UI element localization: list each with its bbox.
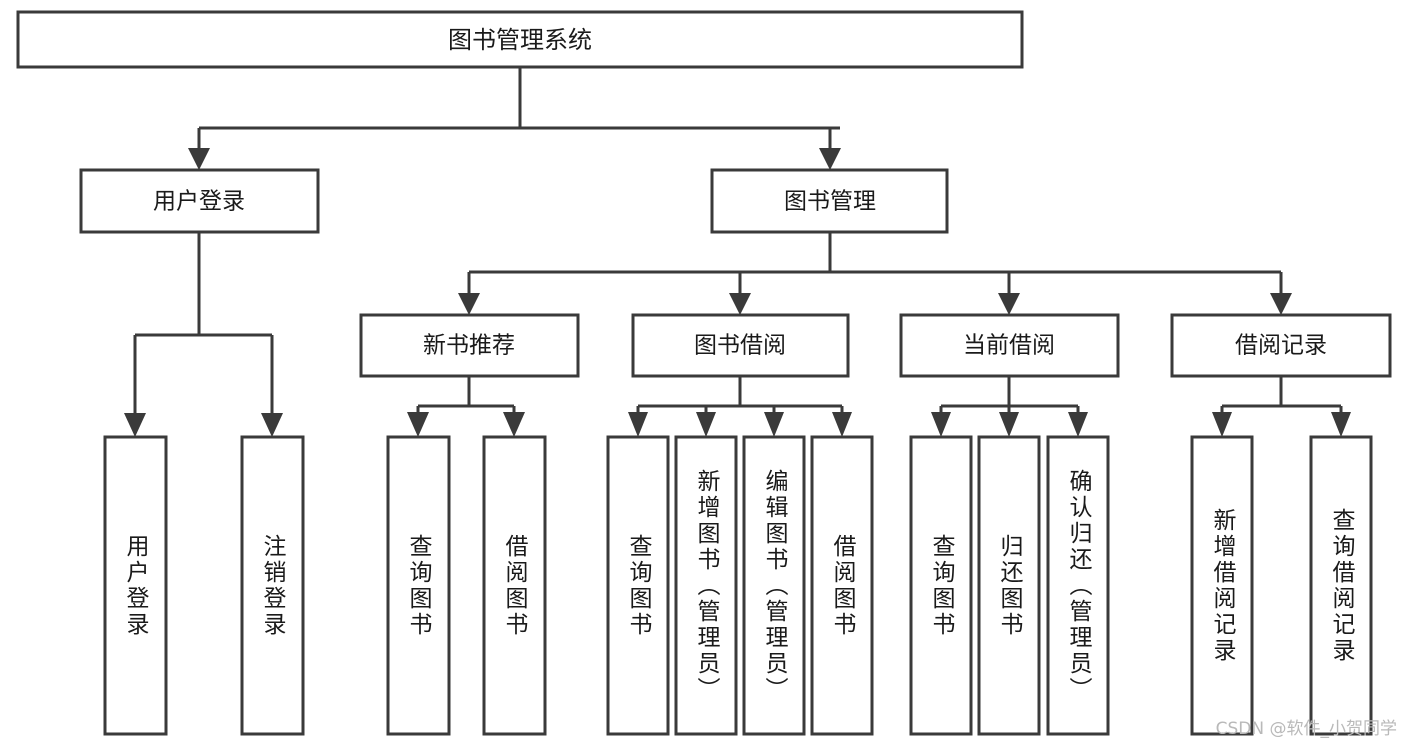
leaf-borrow-record-2-box[interactable] xyxy=(1309,435,1373,736)
node-book-management-label: 图书管理 xyxy=(784,189,876,215)
leaf-book-borrow-1-label: 查询图书 xyxy=(625,534,653,638)
leaf-user-login-1-label: 用户登录 xyxy=(122,534,150,638)
leaf-current-borrow-1[interactable]: 查询图书 xyxy=(909,435,973,736)
node-new-book-recommend-label: 新书推荐 xyxy=(423,333,515,359)
arrow-user-login-child-1 xyxy=(124,413,146,437)
leaf-current-borrow-2-box[interactable] xyxy=(977,435,1041,736)
leaf-borrow-record-2[interactable]: 查询借阅记录 xyxy=(1309,435,1373,736)
leaf-current-borrow-1-box[interactable] xyxy=(909,435,973,736)
leaf-new-book-1-label: 查询图书 xyxy=(405,534,433,638)
node-current-borrow-box[interactable] xyxy=(899,313,1120,378)
leaf-new-book-2[interactable]: 借阅图书 xyxy=(482,435,547,736)
leaf-current-borrow-2[interactable]: 归还图书 xyxy=(977,435,1041,736)
arrow-borrow-record-child-2 xyxy=(1331,412,1351,437)
arrow-book-borrow-child-4 xyxy=(832,412,852,437)
arrow-book-mgmt-child-2 xyxy=(729,293,751,315)
node-current-borrow[interactable]: 当前借阅 xyxy=(899,313,1120,378)
arrow-book-borrow-child-1 xyxy=(628,412,648,437)
leaf-book-borrow-4[interactable]: 借阅图书 xyxy=(810,435,874,736)
edge-layer xyxy=(124,67,1351,437)
node-book-management[interactable]: 图书管理 xyxy=(710,168,949,234)
leaf-new-book-1[interactable]: 查询图书 xyxy=(386,435,451,736)
leaf-current-borrow-3[interactable]: 确认归还（管理员） xyxy=(1046,435,1110,736)
node-root-label: 图书管理系统 xyxy=(448,26,592,54)
leaf-user-login-2-box[interactable] xyxy=(240,435,305,736)
node-user-login-box[interactable] xyxy=(79,168,320,234)
leaf-book-borrow-2-box[interactable] xyxy=(674,435,738,736)
node-new-book-recommend-box[interactable] xyxy=(359,313,580,378)
node-book-borrow-label: 图书借阅 xyxy=(694,333,786,359)
arrow-book-borrow-child-2 xyxy=(696,412,716,437)
leaf-current-borrow-3-label: 确认归还（管理员） xyxy=(1065,469,1093,703)
arrow-new-book-child-2 xyxy=(503,412,525,437)
leaf-new-book-2-label: 借阅图书 xyxy=(501,534,529,638)
arrow-book-mgmt-child-3 xyxy=(998,293,1020,315)
arrow-current-borrow-child-2 xyxy=(999,412,1019,437)
node-book-management-box[interactable] xyxy=(710,168,949,234)
node-current-borrow-label: 当前借阅 xyxy=(963,333,1055,359)
node-book-borrow-box[interactable] xyxy=(631,313,850,378)
arrow-borrow-record-child-1 xyxy=(1212,412,1232,437)
node-user-login-label: 用户登录 xyxy=(153,189,245,215)
leaf-borrow-record-2-label: 查询借阅记录 xyxy=(1328,508,1356,664)
node-book-borrow[interactable]: 图书借阅 xyxy=(631,313,850,378)
node-user-login[interactable]: 用户登录 xyxy=(79,168,320,234)
leaf-current-borrow-2-label: 归还图书 xyxy=(996,534,1024,638)
leaf-current-borrow-3-box[interactable] xyxy=(1046,435,1110,736)
arrow-book-mgmt-child-4 xyxy=(1270,293,1292,315)
leaf-book-borrow-4-box[interactable] xyxy=(810,435,874,736)
node-root[interactable]: 图书管理系统 xyxy=(16,10,1024,69)
leaf-book-borrow-1-box[interactable] xyxy=(606,435,670,736)
leaf-current-borrow-1-label: 查询图书 xyxy=(928,534,956,638)
arrow-current-borrow-child-1 xyxy=(931,412,951,437)
node-borrow-record-label: 借阅记录 xyxy=(1235,333,1327,359)
leaf-new-book-2-box[interactable] xyxy=(482,435,547,736)
leaf-book-borrow-2[interactable]: 新增图书（管理员） xyxy=(674,435,738,736)
arrow-new-book-child-1 xyxy=(407,412,429,437)
arrow-root-to-book-mgmt xyxy=(819,148,841,170)
leaf-book-borrow-3[interactable]: 编辑图书（管理员） xyxy=(742,435,806,736)
leaf-book-borrow-3-box[interactable] xyxy=(742,435,806,736)
leaf-user-login-2-label: 注销登录 xyxy=(259,534,287,638)
leaf-book-borrow-3-label: 编辑图书（管理员） xyxy=(761,469,789,703)
leaf-user-login-2[interactable]: 注销登录 xyxy=(240,435,305,736)
leaf-book-borrow-1[interactable]: 查询图书 xyxy=(606,435,670,736)
arrow-book-mgmt-child-1 xyxy=(458,293,480,315)
arrow-current-borrow-child-3 xyxy=(1068,412,1088,437)
node-borrow-record[interactable]: 借阅记录 xyxy=(1170,313,1392,378)
node-borrow-record-box[interactable] xyxy=(1170,313,1392,378)
leaf-borrow-record-1[interactable]: 新增借阅记录 xyxy=(1190,435,1254,736)
arrow-book-borrow-child-3 xyxy=(764,412,784,437)
leaf-new-book-1-box[interactable] xyxy=(386,435,451,736)
arrow-user-login-child-2 xyxy=(261,413,283,437)
arrow-root-to-user-login xyxy=(188,148,210,170)
leaf-book-borrow-2-label: 新增图书（管理员） xyxy=(693,469,721,703)
node-root-box[interactable] xyxy=(16,10,1024,69)
leaf-user-login-1[interactable]: 用户登录 xyxy=(103,435,168,736)
leaf-book-borrow-4-label: 借阅图书 xyxy=(829,534,857,638)
leaf-user-login-1-box[interactable] xyxy=(103,435,168,736)
leaf-borrow-record-1-box[interactable] xyxy=(1190,435,1254,736)
node-new-book-recommend[interactable]: 新书推荐 xyxy=(359,313,580,378)
node-layer: 图书管理系统 用户登录 图书管理 新书推荐 图书借阅 当前 xyxy=(16,10,1392,736)
leaf-borrow-record-1-label: 新增借阅记录 xyxy=(1209,508,1237,664)
